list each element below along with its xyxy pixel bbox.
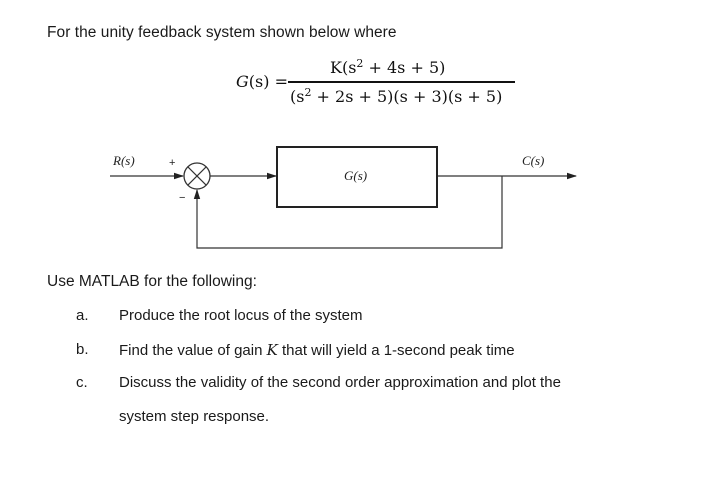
- item-letter: a.: [76, 307, 89, 324]
- input-label: R(s): [113, 153, 135, 168]
- summing-junction: [183, 162, 211, 190]
- numerator-part: + 4s + 5): [363, 58, 446, 77]
- equation-equals: =: [274, 72, 288, 91]
- equation-lhs: G(s) =: [236, 72, 288, 91]
- item-letter: b.: [76, 341, 89, 358]
- equation-lhs-variable: G: [236, 72, 249, 91]
- item-letter: c.: [76, 374, 88, 391]
- item-text: Find the value of gain K that will yield…: [119, 341, 515, 359]
- numerator-part: K(s: [330, 58, 357, 77]
- equation-numerator: K(s2 + 4s + 5): [330, 57, 445, 77]
- denominator-part: + 2s + 5)(s + 3)(s + 5): [311, 87, 503, 106]
- intro-text: For the unity feedback system shown belo…: [47, 24, 397, 41]
- fraction-bar: [288, 81, 515, 83]
- equation-denominator: (s2 + 2s + 5)(s + 3)(s + 5): [290, 86, 502, 106]
- item-text-continuation: system step response.: [119, 408, 270, 425]
- item-text-part: Find the value of gain: [119, 342, 267, 359]
- gain-variable: K: [266, 341, 278, 359]
- block-label: G(s): [344, 168, 368, 183]
- plant-block: [276, 146, 438, 208]
- minus-sign: −: [179, 192, 186, 204]
- equation-lhs-arg: (s): [248, 72, 270, 91]
- item-text: Produce the root locus of the system: [119, 307, 363, 324]
- section-heading: Use MATLAB for the following:: [47, 273, 257, 290]
- denominator-part: (s: [290, 87, 305, 106]
- output-label: C(s): [522, 153, 545, 168]
- numerator-exponent: 2: [356, 57, 364, 70]
- plus-sign: +: [169, 157, 176, 169]
- item-text: Discuss the validity of the second order…: [119, 374, 561, 391]
- feedback-path: [193, 176, 503, 249]
- denominator-exponent: 2: [304, 86, 312, 99]
- item-text-part: that will yield a 1-second peak time: [277, 342, 515, 359]
